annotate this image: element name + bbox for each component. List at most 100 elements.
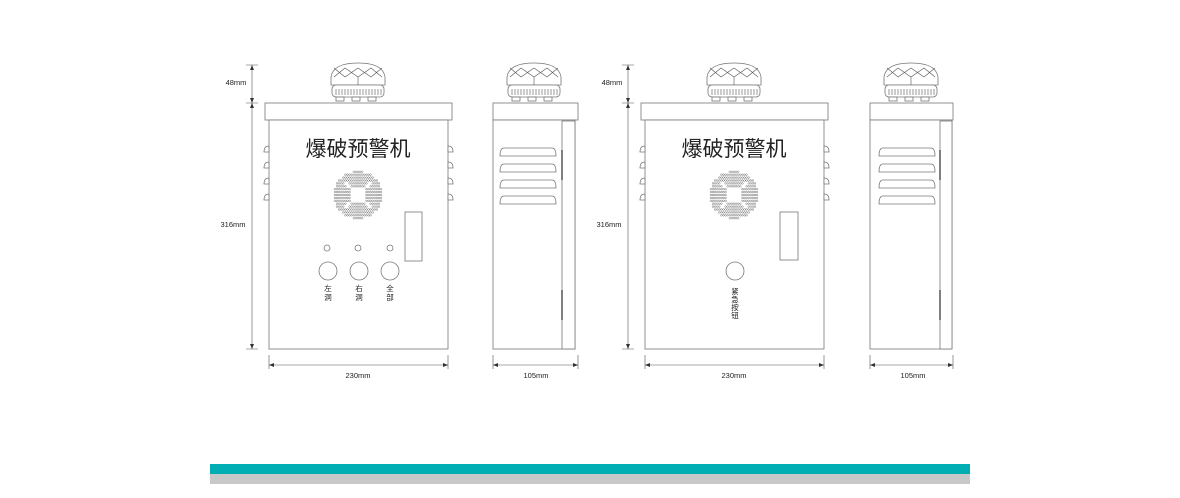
grille-hole (728, 182, 731, 185)
grille-hole (373, 191, 376, 194)
button-label: 洞 (355, 293, 363, 302)
grille-hole (346, 199, 349, 202)
grille-hole (346, 196, 349, 199)
grille-hole (741, 191, 744, 194)
grille-hole (354, 202, 357, 205)
grille-hole (747, 196, 750, 199)
grille-hole (344, 179, 347, 182)
grille-hole (338, 202, 341, 205)
grille-hole (716, 185, 719, 188)
grille-hole (720, 199, 723, 202)
grille-hole (714, 193, 717, 197)
grille-hole (737, 211, 740, 214)
grille-hole (709, 188, 712, 191)
grille-hole (354, 170, 357, 173)
grille-hole (371, 193, 374, 197)
grille-hole (361, 208, 364, 211)
grille-hole (741, 196, 744, 199)
grille-hole (747, 199, 750, 202)
grille-hole (354, 217, 357, 220)
grille-hole (747, 208, 750, 211)
grille-hole (732, 205, 736, 208)
grille-hole (714, 208, 717, 211)
grille-hole (350, 208, 353, 211)
grille-hole (720, 196, 723, 199)
grille-hole (346, 188, 349, 191)
grille-hole (711, 193, 715, 197)
right-tunnel-button[interactable] (349, 261, 369, 281)
grille-hole (735, 202, 738, 205)
siren-icon (506, 62, 562, 102)
grille-hole (737, 205, 740, 208)
grille-hole (724, 205, 727, 208)
grille-hole (749, 202, 752, 205)
grille-hole (747, 176, 750, 179)
grille-hole (363, 182, 366, 185)
grille-hole (745, 202, 748, 205)
grille-hole (361, 176, 364, 179)
grille-hole (375, 188, 378, 191)
grille-hole (359, 179, 362, 182)
grille-hole (333, 196, 336, 199)
grille-hole (348, 193, 351, 197)
grille-hole (356, 211, 360, 214)
grille-hole (342, 193, 345, 197)
indicator-led (386, 244, 394, 252)
grille-hole (709, 196, 712, 199)
all-button[interactable] (380, 261, 400, 281)
side-view: 105mm (869, 62, 954, 380)
grille-hole (722, 188, 725, 191)
grille-hole (354, 208, 357, 211)
grille-hole (344, 196, 347, 199)
siren-height-label: 48mm (602, 78, 623, 87)
grille-hole (735, 185, 738, 188)
grille-hole (367, 173, 370, 176)
grille-hole (751, 205, 754, 208)
left-tunnel-button[interactable] (318, 261, 338, 281)
grille-hole (722, 176, 725, 179)
grille-hole (365, 191, 368, 194)
grille-hole (359, 170, 362, 173)
grille-hole (338, 179, 341, 182)
grille-hole (361, 214, 364, 217)
grille-hole (720, 179, 723, 182)
grille-hole (380, 191, 383, 194)
grille-hole (745, 173, 748, 176)
grille-hole (741, 176, 744, 179)
grille-hole (365, 188, 368, 191)
grille-hole (359, 173, 362, 176)
grille-hole (726, 202, 729, 205)
grille-hole (348, 188, 351, 191)
grille-hole (722, 196, 725, 199)
grille-hole (361, 211, 364, 214)
grille-hole (352, 182, 355, 185)
grille-hole (720, 193, 723, 197)
grille-hole (732, 173, 736, 176)
grille-hole (728, 173, 731, 176)
grille-hole (344, 188, 347, 191)
grille-hole (373, 202, 376, 205)
grille-hole (747, 182, 750, 185)
grille-hole (356, 208, 360, 211)
grille-hole (365, 208, 368, 211)
grille-hole (749, 185, 752, 188)
grille-hole (340, 179, 343, 182)
grille-hole (722, 191, 725, 194)
grille-hole (722, 179, 725, 182)
grille-hole (711, 199, 715, 202)
grille-hole (718, 208, 721, 211)
grille-hole (356, 217, 360, 220)
grille-hole (335, 193, 339, 197)
grille-hole (743, 191, 746, 194)
front-view: 爆破预警机 紧 急 按 钮 48mm 316mm 230mm (596, 62, 830, 380)
cabinet-side (869, 119, 953, 350)
grille-hole (342, 196, 345, 199)
grille-hole (356, 205, 360, 208)
grille-hole (718, 185, 721, 188)
grille-hole (724, 208, 727, 211)
grille-hole (722, 193, 725, 197)
grille-hole (714, 196, 717, 199)
emergency-button[interactable] (725, 261, 745, 281)
grille-hole (724, 196, 727, 199)
grille-hole (718, 196, 721, 199)
